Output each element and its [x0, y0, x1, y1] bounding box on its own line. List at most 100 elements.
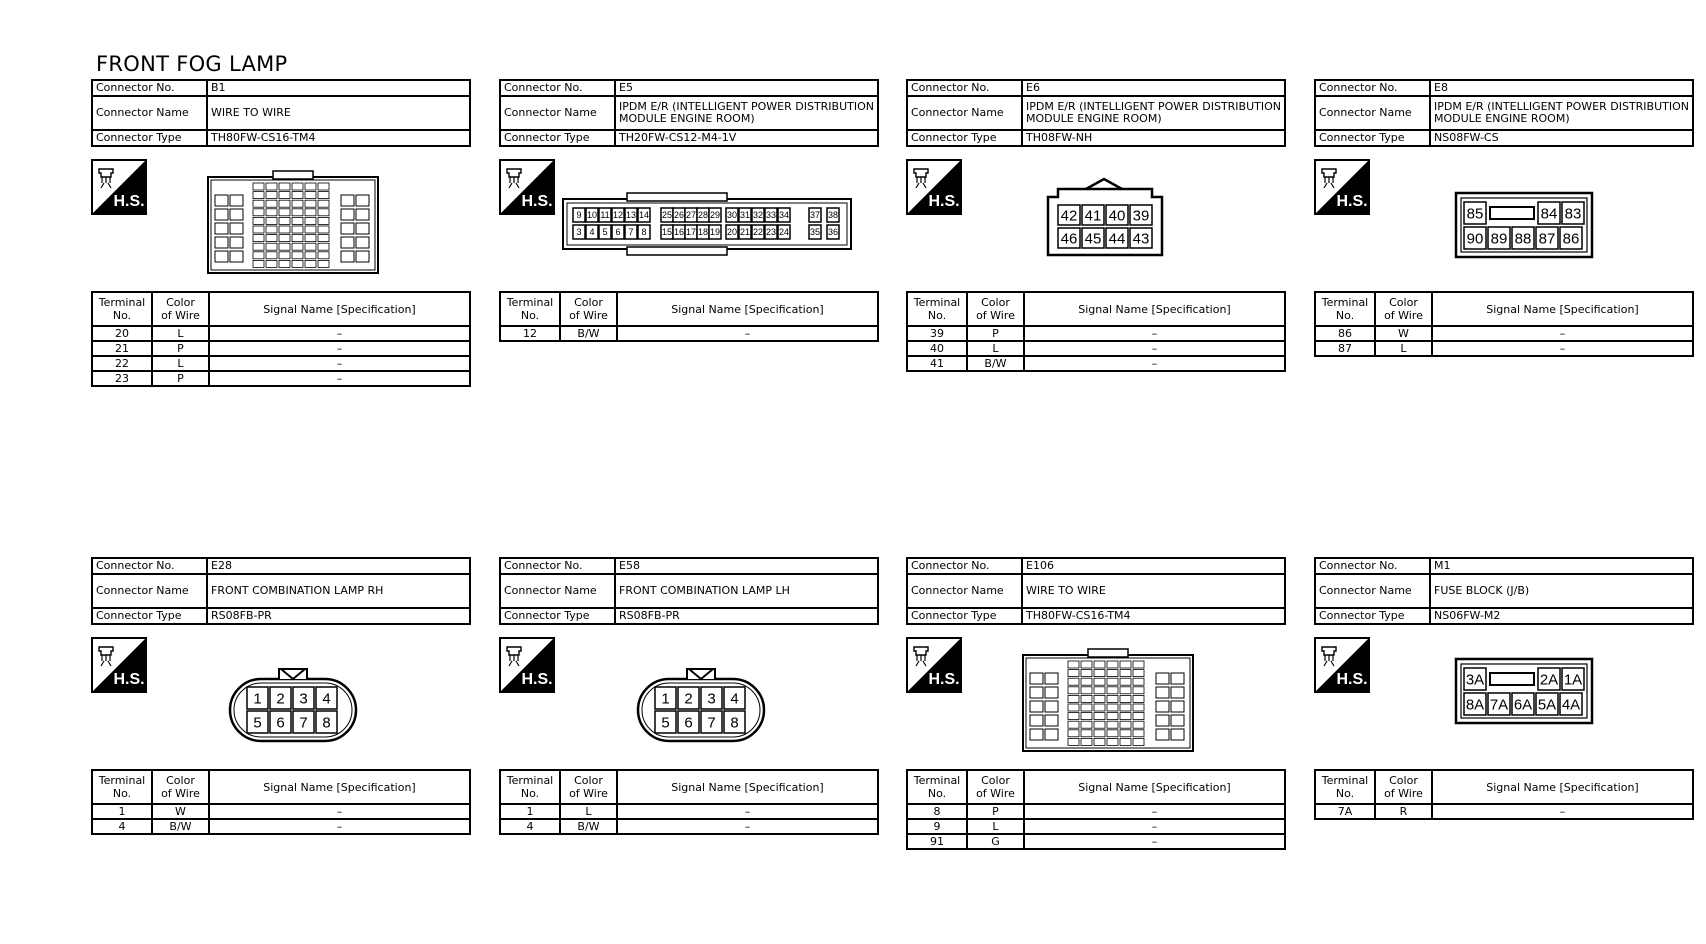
terminal-no-cell: 12: [499, 325, 561, 342]
pin-label: 19: [710, 227, 720, 237]
pin-label: 46: [1061, 230, 1078, 247]
connector-name-label: Connector Name: [1314, 573, 1431, 609]
connector-no-value: E5: [614, 79, 879, 97]
pin-label: 10: [587, 210, 597, 220]
connector-name-label: Connector Name: [499, 95, 616, 131]
pin-label: 18: [698, 227, 708, 237]
pin-label: 5: [602, 227, 607, 237]
connector-no-label: Connector No.: [1314, 79, 1431, 97]
pin-label: 29: [710, 210, 720, 220]
pin-label: 26: [674, 210, 684, 220]
terminal-no-cell: 20: [91, 325, 153, 342]
signal-name-cell: –: [208, 340, 471, 357]
wire-color-cell: G: [966, 833, 1025, 850]
connector-no-label: Connector No.: [1314, 557, 1431, 575]
pin-label: 7: [299, 714, 307, 731]
signal-name-cell: –: [208, 370, 471, 387]
signal-name-cell: –: [1023, 803, 1286, 820]
wire-color-cell: B/W: [559, 818, 618, 835]
terminal-no-cell: 1: [499, 803, 561, 820]
connector-name-value: IPDM E/R (INTELLIGENT POWER DISTRIBUTION…: [1429, 95, 1694, 131]
harness-side-icon: H.S.: [91, 637, 147, 693]
pin-label: 15: [662, 227, 672, 237]
wire-color-cell: W: [151, 803, 210, 820]
pin-label: 12: [613, 210, 623, 220]
harness-side-icon: H.S.: [1314, 637, 1370, 693]
hs-label: H.S.: [113, 193, 144, 210]
signal-name-header: Signal Name [Specification]: [1431, 291, 1694, 327]
pin-label: 1: [661, 690, 669, 707]
pin-label: 4: [730, 690, 738, 707]
terminal-no-cell: 1: [91, 803, 153, 820]
harness-side-icon: H.S.: [499, 159, 555, 215]
terminal-no-cell: 22: [91, 355, 153, 372]
wire-color-cell: P: [966, 325, 1025, 342]
pin-label: 4: [589, 227, 594, 237]
wire-color-cell: B/W: [966, 355, 1025, 372]
connector-name-label: Connector Name: [91, 573, 208, 609]
pin-label: 1A: [1564, 671, 1582, 688]
pin-label: 13: [626, 210, 636, 220]
connector-name-label: Connector Name: [906, 95, 1023, 131]
connector-no-label: Connector No.: [499, 79, 616, 97]
connector-no-value: E28: [206, 557, 471, 575]
pin-label: 85: [1467, 205, 1484, 222]
signal-name-cell: –: [1023, 833, 1286, 850]
pin-label: 31: [740, 210, 750, 220]
pin-label: 24: [779, 227, 789, 237]
pin-label: 2: [276, 690, 284, 707]
pin-label: 43: [1133, 230, 1150, 247]
signal-name-header: Signal Name [Specification]: [616, 291, 879, 327]
connector-type-value: NS08FW-CS: [1429, 129, 1694, 147]
terminal-no-cell: 39: [906, 325, 968, 342]
signal-name-header: Signal Name [Specification]: [208, 769, 471, 805]
pin-label: 34: [779, 210, 789, 220]
pin-label: 4: [322, 690, 330, 707]
pin-label: 38: [828, 210, 838, 220]
pin-label: 83: [1565, 205, 1582, 222]
connector-no-value: E58: [614, 557, 879, 575]
terminal-no-cell: 86: [1314, 325, 1376, 342]
pin-label: 14: [639, 210, 649, 220]
pin-label: 27: [686, 210, 696, 220]
pin-label: 6: [684, 714, 692, 731]
pin-label: 6: [615, 227, 620, 237]
signal-name-cell: –: [208, 355, 471, 372]
pin-label: 84: [1541, 205, 1558, 222]
hs-label: H.S.: [928, 193, 959, 210]
signal-name-cell: –: [208, 803, 471, 820]
signal-name-header: Signal Name [Specification]: [1023, 769, 1286, 805]
pin-label: 45: [1085, 230, 1102, 247]
pin-label: 5: [253, 714, 261, 731]
pin-label: 8: [322, 714, 330, 731]
signal-name-cell: –: [1431, 325, 1694, 342]
connector-name-value: WIRE TO WIRE: [1021, 573, 1286, 609]
connector-type-value: TH80FW-CS16-TM4: [206, 129, 471, 147]
connector-no-value: M1: [1429, 557, 1694, 575]
connector-no-value: B1: [206, 79, 471, 97]
connector-no-label: Connector No.: [91, 557, 208, 575]
wire-color-cell: R: [1374, 803, 1433, 820]
pin-label: 3: [576, 227, 581, 237]
terminal-no-cell: 91: [906, 833, 968, 850]
wire-color-cell: L: [966, 818, 1025, 835]
pin-label: 88: [1515, 230, 1532, 247]
